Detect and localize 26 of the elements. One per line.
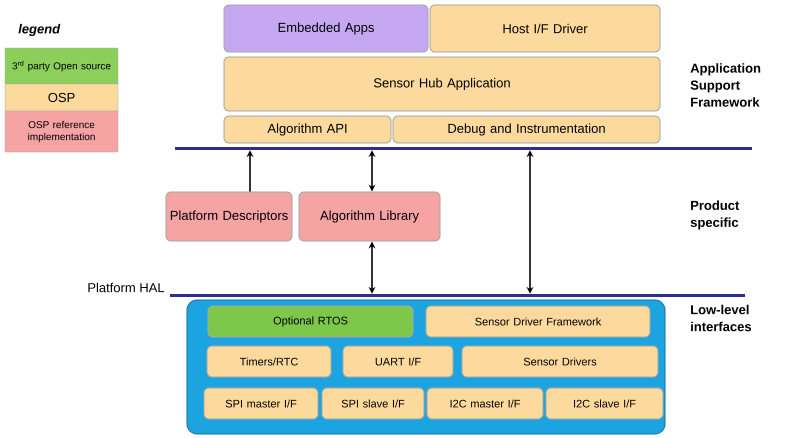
layer-label: Application Support Framework (690, 63, 760, 107)
legend-heading: legend (18, 24, 60, 36)
component-box: Optional RTOS (208, 306, 414, 338)
component-box: Algorithm API (224, 116, 392, 144)
component-box: Sensor Hub Application (224, 56, 660, 112)
layer-label: Product specific (690, 200, 740, 230)
legend-text: OSP reference implementation (28, 120, 95, 142)
legend-text: 3$^{rd}$ party Open source (12, 60, 111, 72)
component-box: Sensor Drivers (462, 346, 658, 378)
component-box: SPI slave I/F (322, 388, 424, 420)
component-box: UART I/F (342, 346, 454, 378)
component-box: Timers/RTC (206, 346, 332, 378)
component-box: Sensor Driver Framework (426, 306, 650, 338)
layer-label: Low-level interfaces (691, 304, 752, 332)
component-box: Debug and Instrumentation (392, 116, 660, 144)
component-box: Embedded Apps (224, 4, 428, 52)
component-box: I2C slave I/F (546, 388, 664, 420)
legend-text: OSP (48, 92, 75, 102)
component-box: Platform Descriptors (166, 192, 292, 242)
component-box: I2C master I/F (426, 388, 544, 420)
component-box: Host I/F Driver (430, 4, 660, 52)
layer-line (175, 147, 752, 150)
component-box: SPI master I/F (204, 388, 318, 420)
layer-line (170, 294, 745, 297)
line-label: Platform HAL (88, 282, 164, 292)
component-box: Algorithm Library (298, 192, 440, 242)
